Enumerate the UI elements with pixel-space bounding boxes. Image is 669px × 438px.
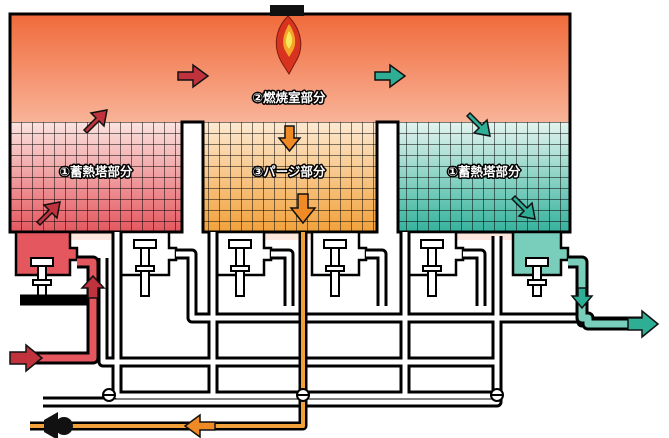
duct-network: [20, 232, 645, 431]
flow-arrow-icon: [289, 193, 317, 225]
flow-arrow-icon: [35, 201, 61, 227]
purge-label: ③パージ部分: [253, 164, 326, 179]
flow-arrows: [9, 63, 660, 438]
valve-icon: [133, 239, 157, 297]
line-valves: [102, 388, 504, 402]
regenerator-left-label: ①蓄熱塔部分: [59, 164, 133, 179]
flow-arrow-icon: [465, 111, 491, 137]
flow-arrow-icon: [510, 194, 536, 220]
valve-icon: [296, 388, 310, 402]
flow-arrow-icon: [9, 343, 44, 373]
valve-icon: [323, 239, 347, 297]
blower-fan-icon: [44, 412, 73, 438]
valve-icon: [30, 257, 54, 297]
flow-arrow-icon: [570, 287, 594, 310]
burner: [270, 5, 304, 75]
valve-icon: [102, 388, 116, 402]
flow-arrow-icon: [277, 125, 302, 153]
valve-icon: [490, 388, 504, 402]
combustion-chamber-label: ②燃焼室部分: [252, 90, 326, 105]
flow-arrow-icon: [183, 413, 216, 438]
valve-icon: [420, 239, 444, 297]
flow-arrow-icon: [374, 63, 407, 89]
flow-arrow-icon: [177, 63, 210, 89]
valve-icon: [525, 257, 549, 297]
valve-icon: [228, 239, 252, 297]
regenerator-right-label: ①蓄熱塔部分: [447, 164, 521, 179]
furnace-body: [8, 12, 572, 240]
valve-stems: [30, 239, 549, 297]
flow-arrow-icon: [80, 274, 106, 299]
flow-arrow-icon: [82, 109, 108, 135]
flow-arrow-icon: [627, 309, 660, 339]
